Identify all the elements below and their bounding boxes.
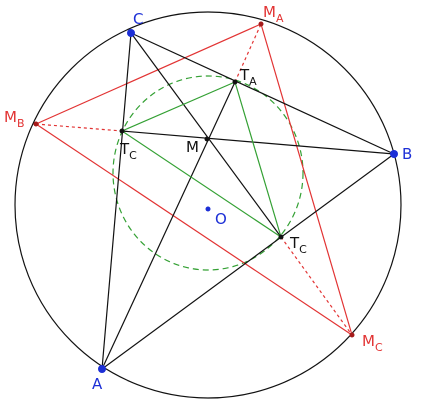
point-mb xyxy=(33,121,39,127)
point-c xyxy=(127,29,135,37)
label-mb-main: M xyxy=(4,108,17,126)
label-ta: TA xyxy=(239,66,257,88)
red-dashed-tc-mc xyxy=(280,236,353,336)
label-tc2: TC xyxy=(289,234,307,256)
side-ac xyxy=(101,32,132,370)
label-a: A xyxy=(92,375,103,393)
red-line-ma-mc xyxy=(260,23,353,336)
label-o: O xyxy=(215,210,227,228)
line-tc-b xyxy=(121,130,395,155)
point-tc2 xyxy=(278,234,284,240)
line-c-tc xyxy=(130,32,282,238)
label-ta-sub: A xyxy=(249,75,257,88)
label-mb-sub: B xyxy=(17,117,25,130)
green-line-3 xyxy=(234,81,282,238)
red-dashed-mb-tc xyxy=(35,123,123,132)
line-a-ta xyxy=(101,81,236,370)
label-mb: MB xyxy=(4,108,25,130)
label-c: C xyxy=(133,10,143,28)
label-ma-main: M xyxy=(263,3,276,21)
side-ab xyxy=(101,153,395,370)
side-bc xyxy=(130,32,395,155)
point-mc xyxy=(349,332,355,338)
point-b xyxy=(390,150,398,158)
green-line-2 xyxy=(121,130,282,238)
point-o xyxy=(205,206,211,212)
label-tc1-sub: C xyxy=(129,149,137,162)
label-tc2-main: T xyxy=(289,234,300,252)
point-ta xyxy=(232,79,238,85)
label-m: M xyxy=(186,138,199,156)
label-b: B xyxy=(402,145,412,163)
point-ma xyxy=(258,21,264,27)
label-mc-sub: C xyxy=(375,341,383,354)
red-dashed-ta-ma xyxy=(234,23,262,83)
label-ta-main: T xyxy=(239,66,250,84)
label-tc2-sub: C xyxy=(299,243,307,256)
point-m xyxy=(204,136,210,142)
label-mc: MC xyxy=(362,332,383,354)
label-ma-sub: A xyxy=(276,12,284,25)
label-tc1: TC xyxy=(119,140,137,162)
point-tc1 xyxy=(119,128,125,134)
label-mc-main: M xyxy=(362,332,375,350)
red-line-mb-mc xyxy=(35,123,353,336)
green-line-1 xyxy=(121,81,236,132)
circumcircle xyxy=(14,11,402,399)
label-tc1-main: T xyxy=(119,140,130,158)
label-ma: MA xyxy=(263,3,284,25)
point-a xyxy=(98,365,106,373)
red-line-mb-ma xyxy=(35,23,262,125)
dashed-circle xyxy=(112,75,304,271)
